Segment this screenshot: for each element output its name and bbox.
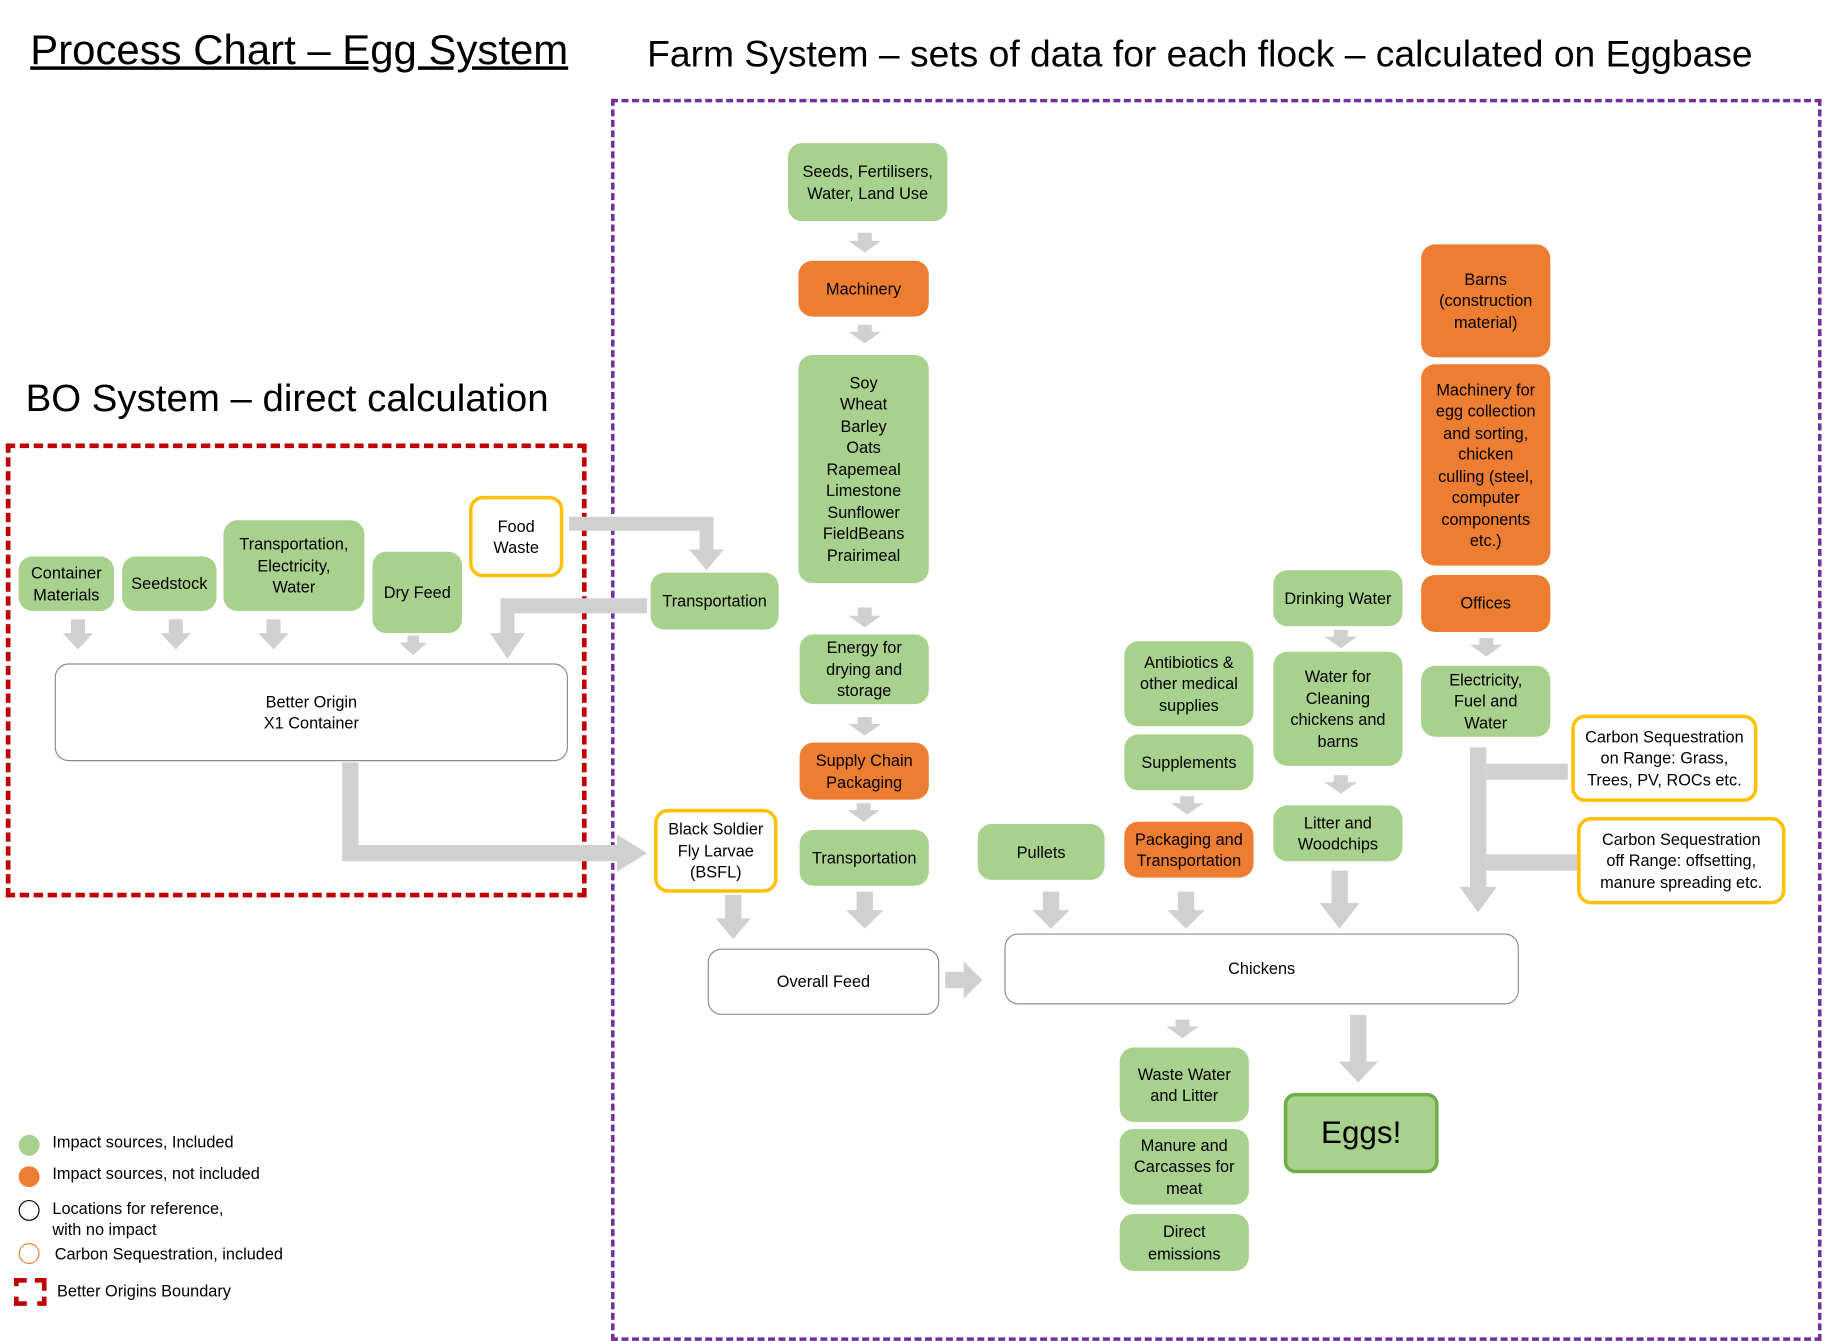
container-materials-node: Container Materials: [18, 556, 115, 612]
legend-boundary-label: Better Origins Boundary: [57, 1281, 231, 1301]
litter-woodchips-node: Litter and Woodchips: [1273, 805, 1403, 862]
seeds-fertilisers-node: Seeds, Fertilisers, Water, Land Use: [787, 143, 948, 222]
direct-emissions-node: Direct emissions: [1119, 1213, 1249, 1271]
better-origin-container-node: Better Origin X1 Container: [54, 663, 568, 762]
bo-system-title: BO System – direct calculation: [25, 375, 549, 420]
waste-water-node: Waste Water and Litter: [1119, 1047, 1249, 1122]
barns-node: Barns (construction material): [1421, 244, 1551, 358]
bsfl-node: Black Soldier Fly Larvae (BSFL): [654, 808, 778, 893]
transport-electricity-water-node: Transportation, Electricity, Water: [223, 520, 365, 612]
legend-carbon-label: Carbon Sequestration, included: [54, 1244, 283, 1263]
farm-system-boundary: [611, 98, 1822, 1341]
manure-node: Manure and Carcasses for meat: [1119, 1128, 1249, 1205]
transportation-feed-node: Transportation: [799, 829, 929, 886]
machinery-egg-node: Machinery for egg collection and sorting…: [1421, 364, 1551, 566]
pullets-node: Pullets: [977, 824, 1105, 880]
legend-orange-dot: [18, 1166, 40, 1188]
process-chart-title: Process Chart – Egg System: [30, 25, 569, 74]
farm-system-title: Farm System – sets of data for each floc…: [647, 32, 1753, 75]
seedstock-node: Seedstock: [122, 556, 217, 612]
legend-reference-circle: [18, 1199, 40, 1221]
supply-chain-packaging-node: Supply Chain Packaging: [799, 742, 929, 800]
overall-feed-node: Overall Feed: [707, 948, 940, 1015]
antibiotics-node: Antibiotics & other medical supplies: [1124, 641, 1254, 727]
chickens-node: Chickens: [1004, 933, 1519, 1005]
bo-system-boundary: [5, 443, 587, 898]
supplements-node: Supplements: [1124, 734, 1254, 791]
machinery-node: Machinery: [798, 260, 929, 317]
electricity-fuel-water-node: Electricity, Fuel and Water: [1421, 665, 1551, 737]
energy-drying-node: Energy for drying and storage: [799, 634, 929, 705]
transportation-bo-node: Transportation: [650, 572, 779, 630]
legend-not-included-label: Impact sources, not included: [52, 1163, 260, 1183]
legend-green-dot: [18, 1134, 40, 1156]
eggs-node: Eggs!: [1283, 1092, 1439, 1174]
water-cleaning-node: Water for Cleaning chickens and barns: [1273, 651, 1403, 766]
dry-feed-node: Dry Feed: [372, 551, 463, 634]
carbon-off-range-node: Carbon Sequestration off Range: offsetti…: [1577, 817, 1786, 905]
drinking-water-node: Drinking Water: [1273, 570, 1403, 627]
offices-node: Offices: [1421, 574, 1551, 632]
legend-carbon-circle: [18, 1243, 40, 1264]
carbon-on-range-node: Carbon Sequestration on Range: Grass, Tr…: [1571, 714, 1758, 802]
crops-node: Soy Wheat Barley Oats Rapemeal Limestone…: [798, 354, 929, 584]
legend-boundary-icon: [13, 1277, 47, 1306]
legend-reference-label: Locations for reference, with no impact: [52, 1198, 224, 1239]
legend-included-label: Impact sources, Included: [52, 1132, 234, 1152]
packaging-transportation-node: Packaging and Transportation: [1124, 821, 1254, 878]
food-waste-node: Food Waste: [469, 495, 564, 578]
